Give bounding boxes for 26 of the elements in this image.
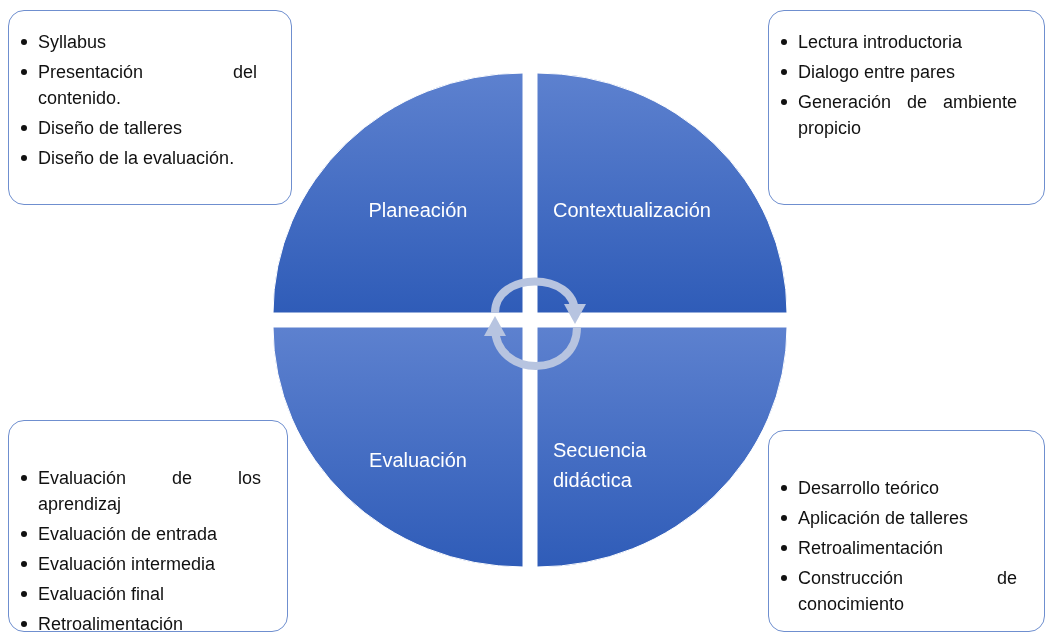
list-text: Syllabus [38,31,108,54]
text-box [768,430,1045,632]
list-text: Retroalimentación [798,537,945,560]
list-text: Diseño de talleres [38,117,184,140]
cycle-arrow [491,277,585,324]
list-text: Construcción de conocimiento [798,567,1017,616]
list-text: Aplicación de talleres [798,507,970,530]
list-text: Lectura introductoria [798,31,964,54]
list-text: Evaluación final [38,583,166,606]
text-box [8,10,292,205]
list-text: Evaluación intermedia [38,553,217,576]
list-text: Desarrollo teórico [798,477,941,500]
text-box [8,420,288,632]
quadrant-label: Planeación [368,198,468,223]
quadrant-label: Contextualización [553,198,711,223]
list-text: Diseño de la evaluación. [38,147,236,170]
list-text: Evaluación de los aprendizaj [38,467,261,516]
list-text: Evaluación de entrada [38,523,219,546]
quadrant-label: Secuencia didáctica [553,438,648,493]
text-box [768,10,1045,205]
list-text: Dialogo entre pares [798,61,957,84]
quadrant-label: Evaluación [369,448,467,473]
list-text: Presentación del contenido. [38,61,257,110]
cycle-arrow [485,316,581,370]
list-text: Generación de ambiente propicio [798,91,1017,140]
list-text: Retroalimentación [38,613,185,636]
